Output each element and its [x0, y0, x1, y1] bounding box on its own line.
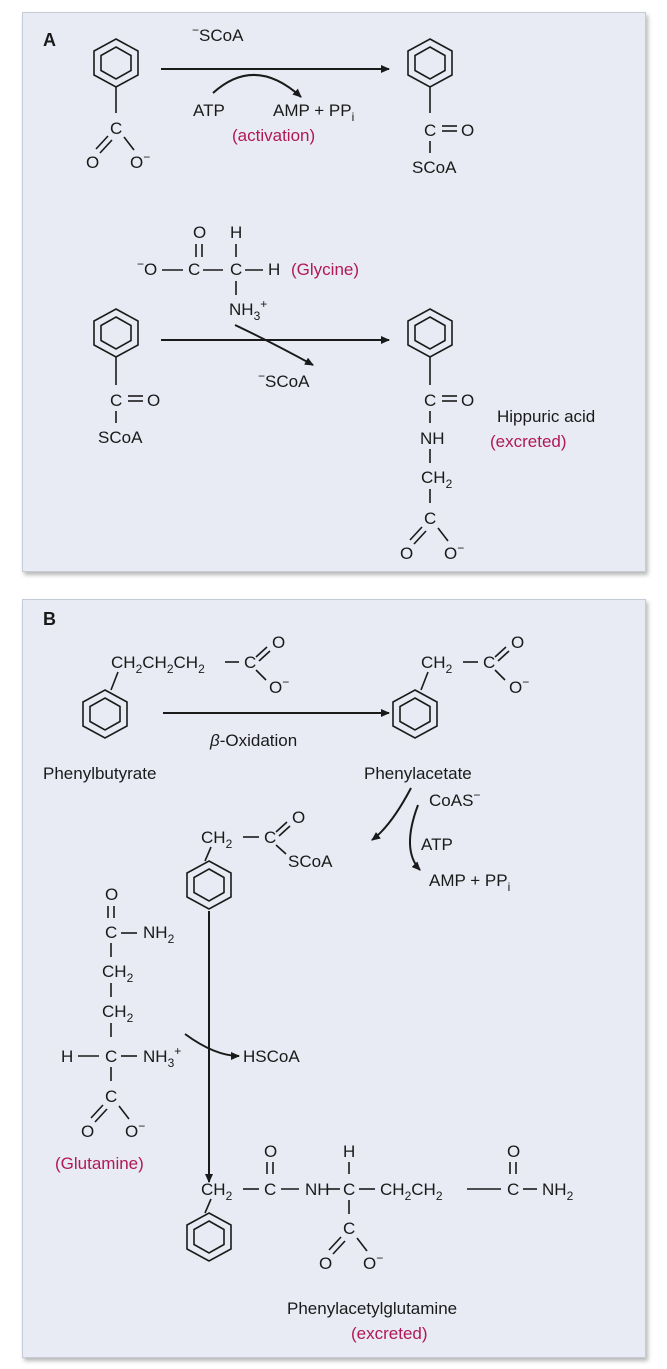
product-ch2ch2: CH2CH2 [380, 1180, 443, 1203]
beta-oxidation-label: β-Oxidation [209, 731, 297, 750]
hippuric-carboxyl-carbon: C [424, 509, 436, 528]
activation-note: (activation) [232, 126, 315, 145]
benzene-ring [186, 860, 232, 910]
atp-curved-arrow [409, 804, 421, 871]
glycine-oxygen-double: O [193, 223, 206, 242]
panel-b: B CH2CH2CH2 C O O− Phenylbutyrate β-Oxid… [22, 599, 646, 1358]
benzene-ring [93, 308, 139, 358]
hippuric-oxygen-2: O− [444, 541, 464, 563]
benzoylcoa-carbon: C [424, 121, 436, 140]
glutamine-label: (Glutamine) [55, 1154, 144, 1173]
glycine-curved-arrow [234, 324, 314, 366]
phenylacetate-name: Phenylacetate [364, 764, 472, 783]
hippuric-carbon: C [424, 391, 436, 410]
glycine-carboxylate-oxygen: −O [137, 257, 157, 279]
benzene-ring [407, 38, 453, 88]
amp-ppi-label-b: AMP + PPi [429, 871, 510, 894]
glycine-ammonium: NH3+ [229, 297, 267, 323]
hippuric-excreted-note: (excreted) [490, 432, 567, 451]
product-name: Phenylacetylglutamine [287, 1299, 457, 1318]
benzoate-oxygen-1: O [86, 153, 99, 172]
panel-b-diagram: B CH2CH2CH2 C O O− Phenylbutyrate β-Oxid… [43, 609, 574, 1343]
phenylacetylcoa-carbon: C [264, 828, 276, 847]
product-nh2: NH2 [542, 1180, 574, 1203]
hippuric-ch2: CH2 [421, 468, 453, 491]
phenylacetylcoa-scoa: SCoA [288, 852, 333, 871]
hscoa-label: HSCoA [243, 1047, 300, 1066]
phenylacetylcoa-ch2: CH2 [201, 828, 233, 851]
benzoate-oxygen-2: O− [130, 150, 150, 172]
coas-label: CoAS− [429, 788, 480, 810]
benzoylcoa-oxygen: O [461, 121, 474, 140]
scoa-reactant: −SCoA [192, 23, 244, 45]
phenylacetate-oxygen: O [511, 633, 524, 652]
panel-label-b: B [43, 609, 56, 629]
activation-arrow-b [371, 787, 412, 841]
phenylacetate-carbon: C [483, 653, 495, 672]
hippuric-acid-name: Hippuric acid [497, 407, 595, 426]
product-carboxyl-carbon: C [343, 1219, 355, 1238]
product-nh: NH [305, 1180, 330, 1199]
product-carboxyl-oxygen-2: O− [363, 1251, 383, 1273]
benzoylcoa-scoa: SCoA [412, 158, 457, 177]
glycine-label: (Glycine) [291, 260, 359, 279]
phenylbutyrate-name: Phenylbutyrate [43, 764, 156, 783]
product-carbonyl-oxygen-1: O [264, 1142, 277, 1161]
phenylbutyrate-chain: CH2CH2CH2 [111, 653, 205, 676]
benzene-ring [82, 689, 128, 739]
glutamine-nh3: NH3+ [143, 1044, 181, 1070]
phenylbutyrate-oxygen-minus: O− [269, 675, 289, 697]
glutamine-oxygen-1: O [81, 1122, 94, 1141]
phenylacetate-ch2: CH2 [421, 653, 453, 676]
phenylbutyrate-carbon: C [244, 653, 256, 672]
phenylacetylcoa-oxygen: O [292, 808, 305, 827]
glutamine-oxygen-2: O− [125, 1119, 145, 1141]
product-excreted-note: (excreted) [351, 1324, 428, 1343]
product-ch2: CH2 [201, 1180, 233, 1203]
scoa-released: −SCoA [258, 369, 310, 391]
glycine-carbon-2: C [230, 260, 242, 279]
glycine-hydrogen-right: H [268, 260, 280, 279]
hippuric-nh: NH [420, 429, 445, 448]
glutamine-amide-carbon: C [105, 923, 117, 942]
benzene-ring [392, 689, 438, 739]
benzoylcoa-left-carbon: C [110, 391, 122, 410]
product-carboxyl-oxygen-1: O [319, 1254, 332, 1273]
benzoylcoa-left-oxygen: O [147, 391, 160, 410]
panel-a: A C O O− −SCoA ATP AMP + PPi (activation… [22, 12, 646, 572]
product-alpha-h: H [343, 1142, 355, 1161]
atp-label-b: ATP [421, 835, 453, 854]
phenylbutyrate-oxygen: O [272, 633, 285, 652]
product-amide-carbon: C [507, 1180, 519, 1199]
cofactor-curved-arrow [212, 73, 302, 98]
glutamine-ch2-2: CH2 [102, 1002, 134, 1025]
panel-a-diagram: A C O O− −SCoA ATP AMP + PPi (activation… [43, 23, 595, 563]
benzene-ring [93, 38, 139, 88]
glutamine-ch2-1: CH2 [102, 962, 134, 985]
glycine-carbon-1: C [188, 260, 200, 279]
benzoylcoa-left-scoa: SCoA [98, 428, 143, 447]
hippuric-oxygen-1: O [400, 544, 413, 563]
benzoate-carbon: C [110, 119, 122, 138]
benzene-ring [186, 1212, 232, 1262]
glutamine-nh2: NH2 [143, 923, 175, 946]
glutamine-carboxyl-carbon: C [105, 1087, 117, 1106]
glutamine-curved-arrow [184, 1033, 240, 1060]
amp-ppi-label: AMP + PPi [273, 101, 354, 124]
glutamine-alpha-carbon: C [105, 1047, 117, 1066]
product-alpha-carbon: C [343, 1180, 355, 1199]
product-carbon-1: C [264, 1180, 276, 1199]
atp-label: ATP [193, 101, 225, 120]
glutamine-amide-oxygen: O [105, 885, 118, 904]
glutamine-alpha-h: H [61, 1047, 73, 1066]
hippuric-oxygen: O [461, 391, 474, 410]
product-carbonyl-oxygen-2: O [507, 1142, 520, 1161]
glycine-hydrogen-top: H [230, 223, 242, 242]
panel-label-a: A [43, 30, 56, 50]
benzene-ring [407, 308, 453, 358]
phenylacetate-oxygen-minus: O− [509, 675, 529, 697]
